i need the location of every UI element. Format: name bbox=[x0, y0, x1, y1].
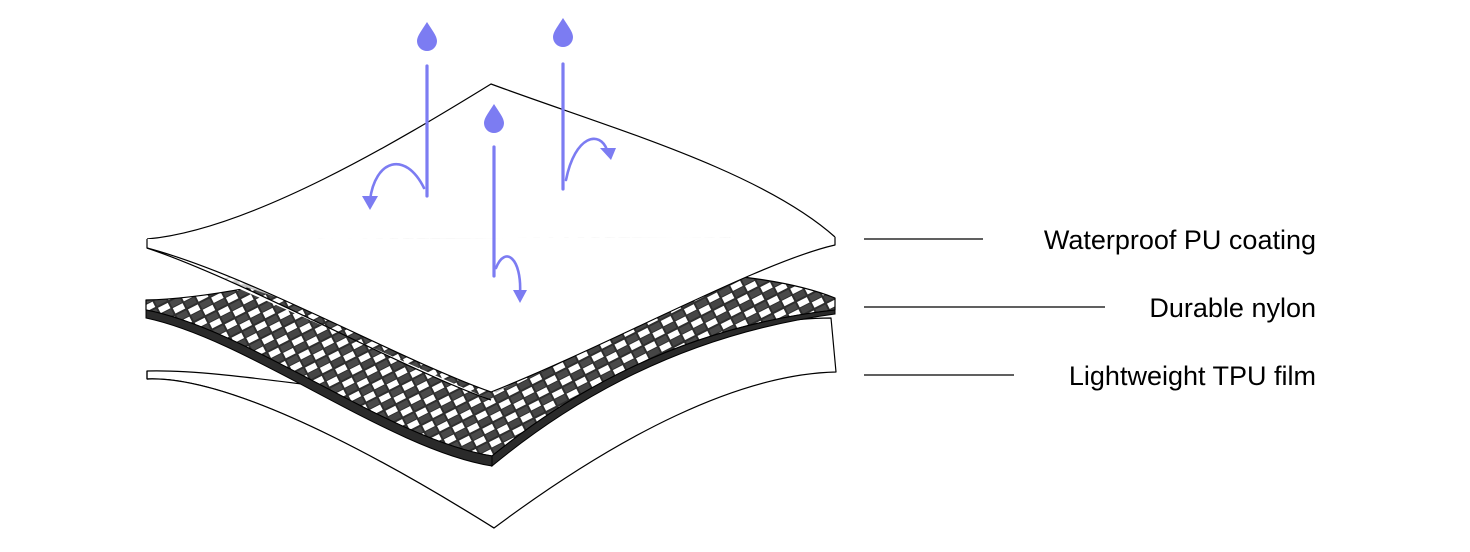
arrow-icon bbox=[362, 196, 378, 210]
arrow-icon bbox=[513, 290, 527, 303]
arrow-icon bbox=[564, 137, 609, 182]
water-left bbox=[362, 22, 437, 210]
water-drop-icon bbox=[553, 18, 573, 47]
arrow-icon bbox=[368, 162, 426, 202]
label-tpu-film: Lightweight TPU film bbox=[1069, 361, 1316, 391]
arrow-icon bbox=[600, 148, 616, 160]
label-pu-coating: Waterproof PU coating bbox=[1044, 225, 1316, 255]
water-drop-icon bbox=[417, 22, 437, 51]
label-durable-nylon: Durable nylon bbox=[1149, 293, 1316, 323]
pu-coating-layer bbox=[146, 83, 836, 401]
water-drop-icon bbox=[484, 104, 504, 133]
arrow-icon bbox=[494, 255, 522, 296]
water-middle bbox=[484, 104, 527, 303]
water-right bbox=[553, 18, 616, 191]
